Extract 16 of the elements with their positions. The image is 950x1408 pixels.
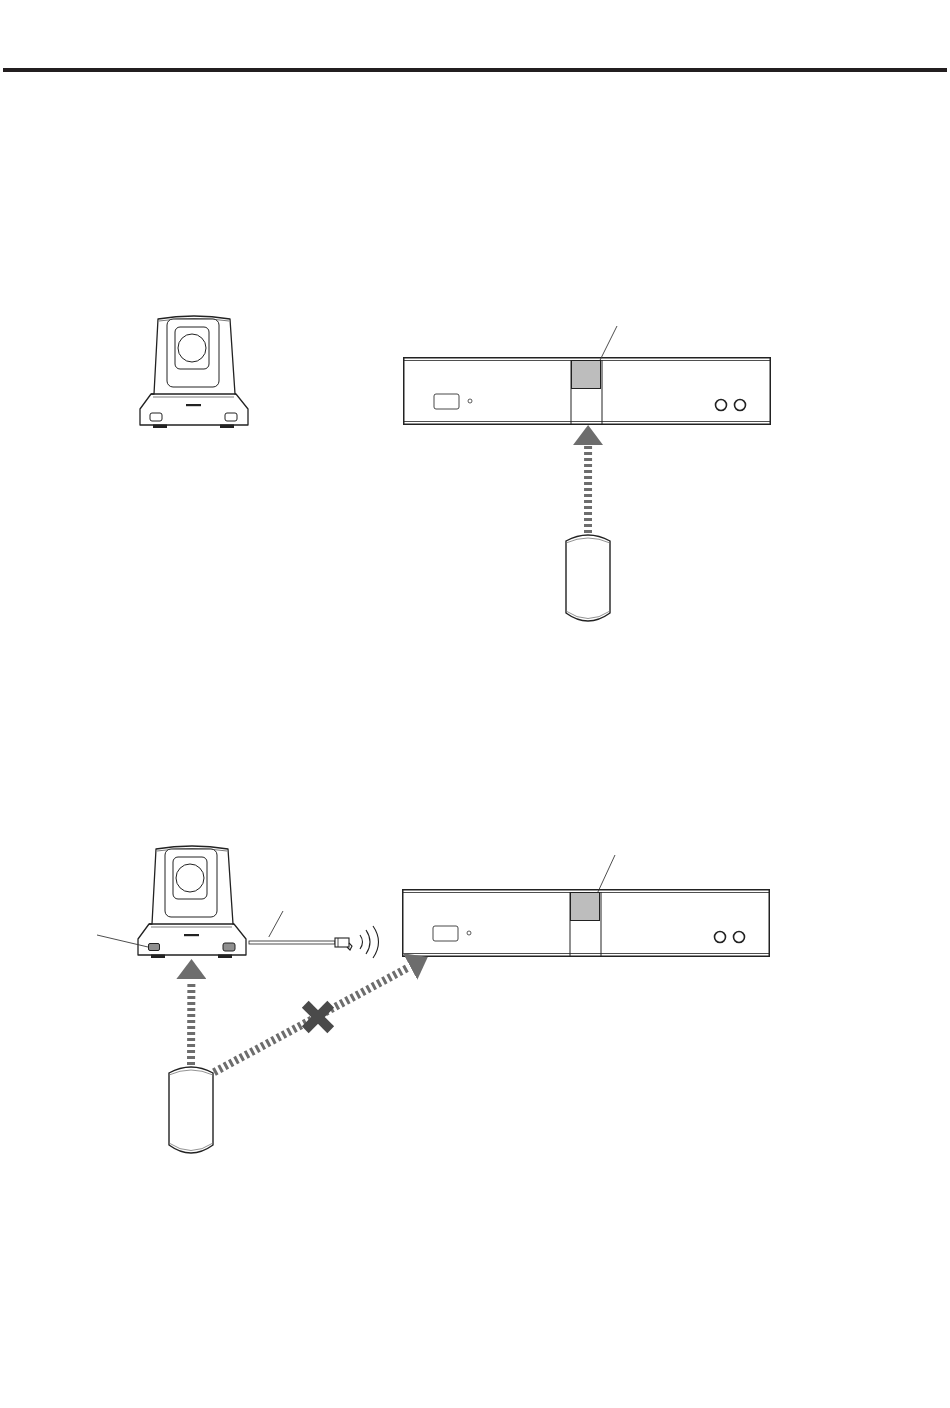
receiver-unit-drawing [403, 357, 771, 425]
sensor-window [148, 943, 160, 951]
leader-line [599, 325, 618, 361]
remote-control-drawing [168, 1065, 214, 1155]
camera-drawing [137, 313, 251, 429]
receiver-unit-drawing [402, 889, 770, 957]
remote-control-drawing [565, 533, 611, 623]
camera-drawing [135, 843, 249, 959]
sensor-window [571, 360, 601, 389]
sensor-window [570, 892, 600, 921]
leader-line [96, 934, 149, 948]
leader-line [597, 854, 616, 893]
dashed-arrow [212, 953, 430, 1076]
cable-drawing [249, 937, 353, 951]
dashed-arrow [573, 425, 604, 533]
leader-line [268, 910, 284, 938]
